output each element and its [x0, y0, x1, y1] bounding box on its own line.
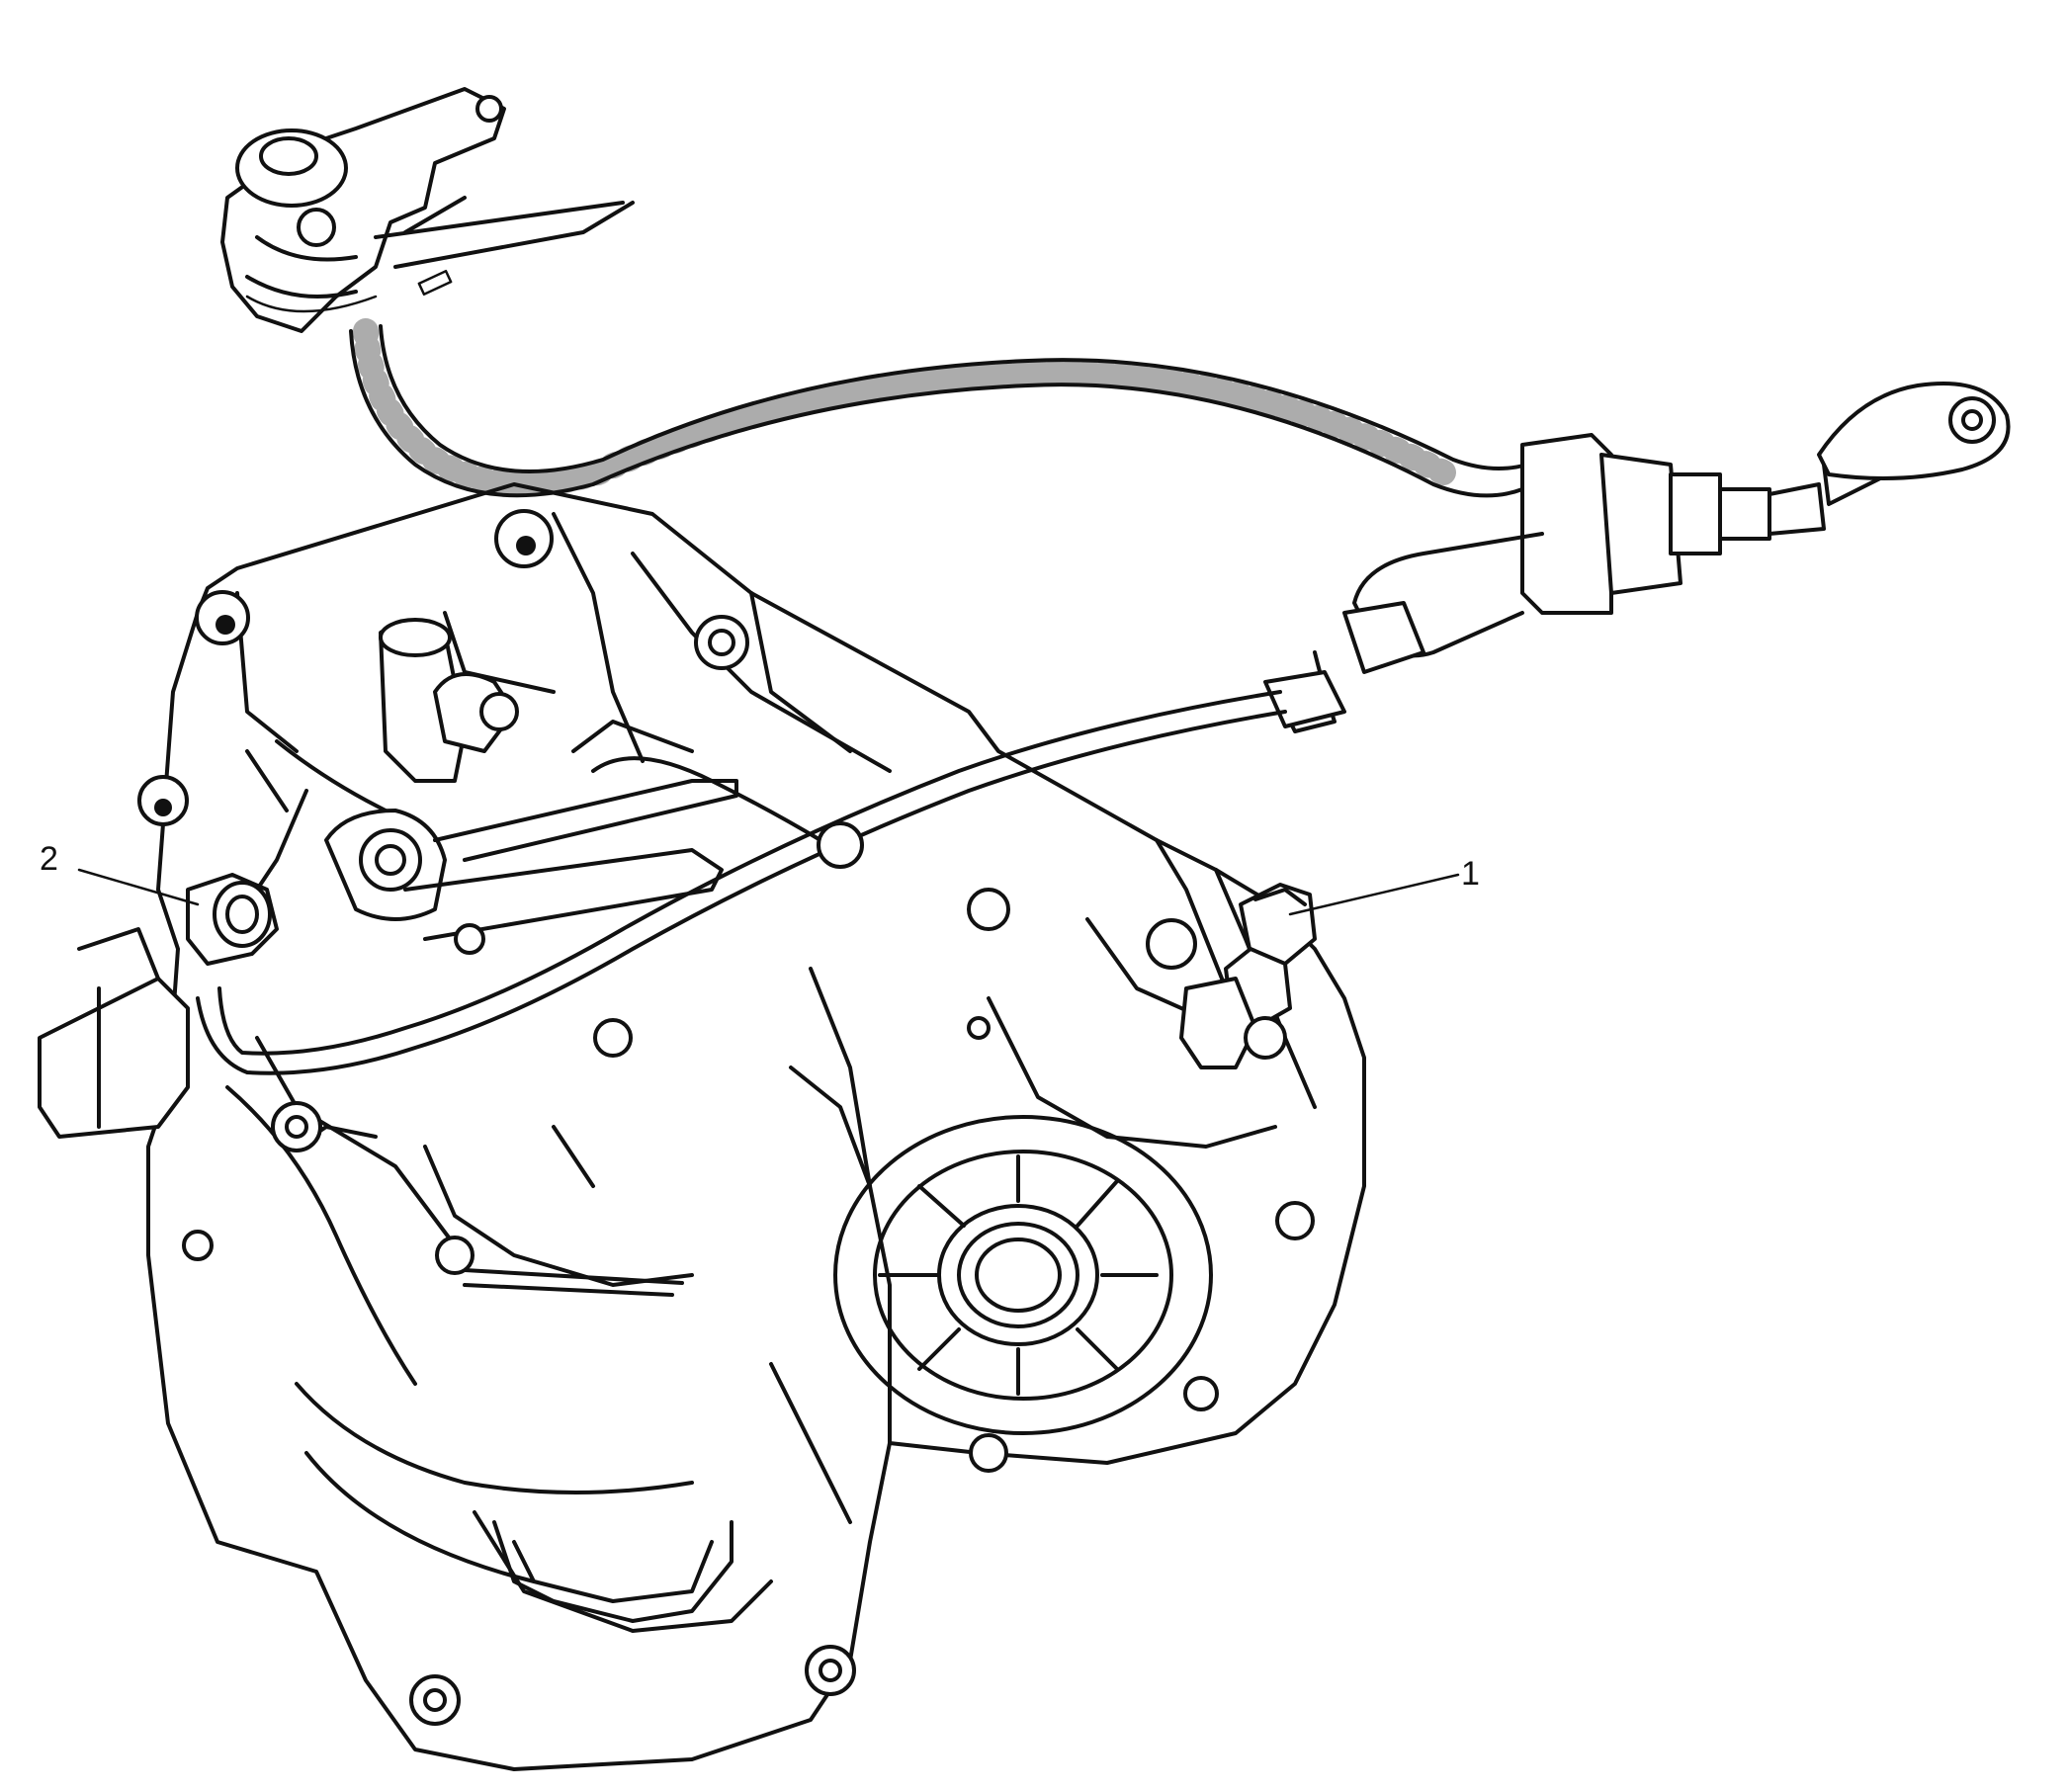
clutch-hose — [349, 318, 1529, 498]
case-bolts — [137, 509, 1315, 1726]
transmission-case — [146, 482, 1366, 1771]
component-2-connector — [38, 873, 279, 1139]
callout-1-label: 1 — [1461, 855, 1480, 893]
hydraulic-line — [196, 690, 1287, 1075]
callout-leaders — [77, 868, 1460, 916]
callout-2-label: 2 — [40, 840, 58, 878]
component-1-sensor — [1179, 883, 1317, 1069]
callout-1-leader — [1288, 873, 1460, 916]
bell-housing — [833, 1115, 1213, 1435]
callout-2-leader — [77, 868, 200, 906]
clutch-pipe-connector — [1263, 382, 2011, 733]
clutch-master-cylinder — [220, 87, 635, 333]
shift-linkage — [225, 618, 822, 941]
